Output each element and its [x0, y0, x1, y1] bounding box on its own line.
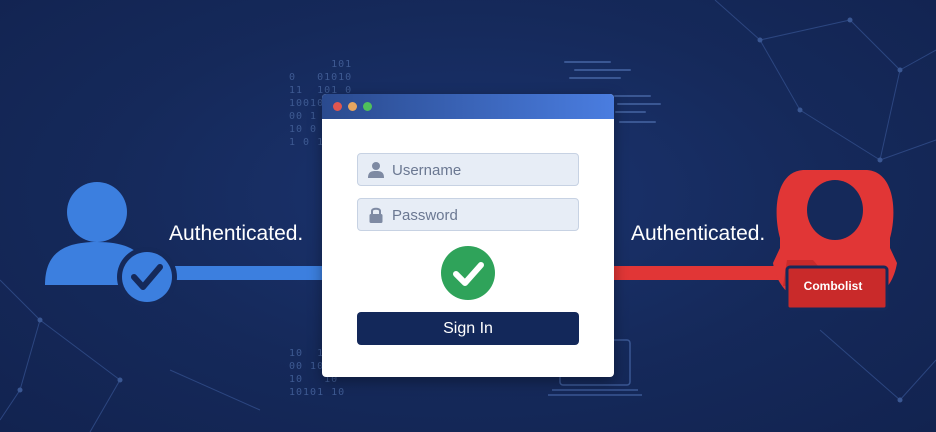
window-titlebar [322, 94, 614, 119]
check-circle-icon [441, 246, 495, 300]
sign-in-button[interactable]: Sign In [357, 312, 579, 345]
username-placeholder: Username [392, 162, 462, 179]
binary-code-bottom: 10 1 00 101 10 10 10101 10 [289, 348, 346, 398]
person-icon [368, 162, 384, 178]
user-authenticated-label: Authenticated. [169, 222, 304, 245]
username-field[interactable]: Username [357, 153, 579, 186]
password-placeholder: Password [392, 207, 458, 224]
password-field[interactable]: Password [357, 198, 579, 231]
user-verified-icon [45, 182, 177, 307]
lock-icon [369, 207, 383, 223]
combolist-label: Combolist [803, 279, 863, 293]
attacker-authenticated-label: Authenticated. [631, 222, 766, 245]
login-window: Username Password Sign In [322, 94, 614, 377]
hooded-hacker-icon [773, 170, 897, 311]
minimize-dot-icon[interactable] [348, 102, 357, 111]
close-dot-icon[interactable] [333, 102, 342, 111]
maximize-dot-icon[interactable] [363, 102, 372, 111]
